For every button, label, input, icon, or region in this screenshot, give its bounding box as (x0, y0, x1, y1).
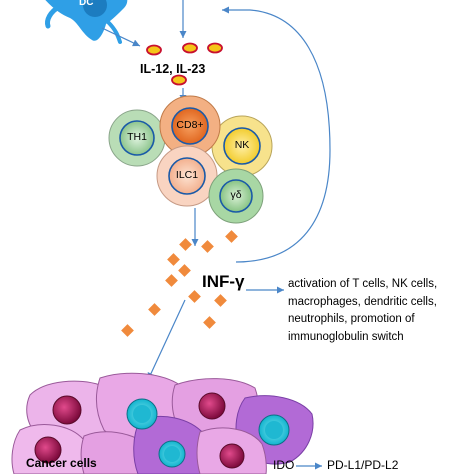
effects-line: neutrophils, promotion of (288, 313, 415, 325)
ifn-diamond (203, 316, 216, 329)
ifn-diamond (165, 274, 178, 287)
ifn-diamond (201, 240, 214, 253)
cancer-cell-cluster (11, 372, 314, 474)
ifn-diamond (225, 230, 238, 243)
gamma-delta-label: γδ (230, 189, 242, 201)
cytokine-particles (146, 42, 223, 86)
dendritic-cell (45, 0, 128, 44)
cancer-nucleus (34, 436, 62, 464)
cancer-cells-label: Cancer cells (26, 456, 97, 470)
ifn-diamond (214, 294, 227, 307)
ilc1-label: ILC1 (175, 169, 199, 181)
pdl-label: PD-L1/PD-L2 (327, 458, 399, 472)
cytokine-dot (146, 44, 162, 56)
ifn-diamond (148, 303, 161, 316)
ifn-diamond (188, 290, 201, 303)
ifn-particles (121, 230, 238, 337)
ifn-label: INF-γ (202, 272, 245, 291)
cytokine-dot (171, 74, 187, 86)
ifn-diamond (167, 253, 180, 266)
feedback-arrow (222, 6, 331, 263)
ifn-diamond (178, 264, 191, 277)
ido-label: IDO (273, 458, 295, 472)
dc-to-cytokine-arrow (101, 27, 141, 47)
ifn-diamond (179, 238, 192, 251)
cytokine-dot (182, 42, 198, 54)
ifn-to-tumor-arrow (147, 299, 186, 381)
ifn-effects-text: activation of T cells, NK cells, macroph… (288, 276, 437, 346)
ifn-diamond (121, 324, 134, 337)
cd8-label: CD8+ (176, 119, 204, 131)
dc-label: DC (79, 0, 94, 8)
cancer-nucleus (52, 395, 82, 425)
nk-label: NK (234, 139, 250, 151)
cancer-nucleus (219, 443, 245, 469)
cancer-nucleus (198, 392, 226, 420)
cytokine-label: IL-12, IL-23 (140, 62, 206, 76)
immune-cell-cluster (108, 95, 273, 224)
effects-line: macrophages, dendritic cells, (288, 295, 437, 308)
cytokine-dot (207, 42, 223, 54)
th1-label: TH1 (127, 131, 147, 143)
effects-line: immunoglobulin switch (288, 330, 404, 343)
effects-line: activation of T cells, NK cells, (288, 278, 438, 290)
